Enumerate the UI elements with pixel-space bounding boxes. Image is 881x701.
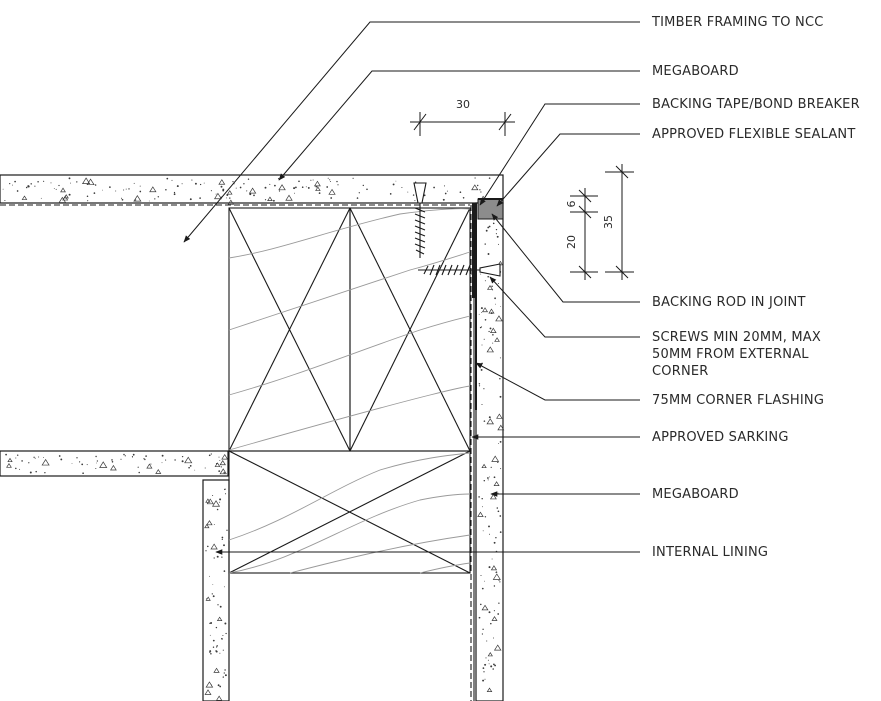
screw-vertical <box>413 182 427 258</box>
callout-megaboard-top: MEGABOARD <box>652 64 739 79</box>
callout-backing-rod: BACKING ROD IN JOINT <box>652 295 806 310</box>
callout-screws-line3: CORNER <box>652 364 709 379</box>
dimension-rod-label: 20 <box>565 235 578 249</box>
dimension-joint-width <box>410 112 515 136</box>
callout-internal-lining: INTERNAL LINING <box>652 545 769 560</box>
screw-horizontal <box>418 263 501 277</box>
external-board-side <box>475 202 504 701</box>
callout-flashing: 75MM CORNER FLASHING <box>652 393 825 408</box>
callout-sarking: APPROVED SARKING <box>652 430 789 445</box>
board-texture <box>2 177 505 701</box>
dimension-depth-label: 35 <box>602 215 615 229</box>
timber-stud-left <box>228 207 351 452</box>
internal-lining-vertical <box>202 479 230 701</box>
timber-plate-bottom <box>228 450 471 574</box>
internal-lining-horizontal <box>0 450 229 477</box>
dimension-joint-width-label: 30 <box>456 98 470 111</box>
timber-grain <box>228 208 471 574</box>
external-board-top <box>0 174 504 204</box>
callout-timber-framing: TIMBER FRAMING TO NCC <box>652 15 824 30</box>
timber-stud-right <box>349 207 471 452</box>
callout-megaboard-side: MEGABOARD <box>652 487 739 502</box>
callout-sealant: APPROVED FLEXIBLE SEALANT <box>652 127 856 142</box>
dimension-depth <box>605 164 634 280</box>
dimension-gap-rod <box>570 188 598 280</box>
leader-lines <box>183 21 640 555</box>
callout-screws-line2: 50MM FROM EXTERNAL <box>652 347 809 362</box>
corner-flashing <box>472 203 477 410</box>
dimension-gap-label: 6 <box>565 201 578 208</box>
callout-backing-tape: BACKING TAPE/BOND BREAKER <box>652 97 860 112</box>
callout-screws-line1: SCREWS MIN 20MM, MAX <box>652 330 821 345</box>
